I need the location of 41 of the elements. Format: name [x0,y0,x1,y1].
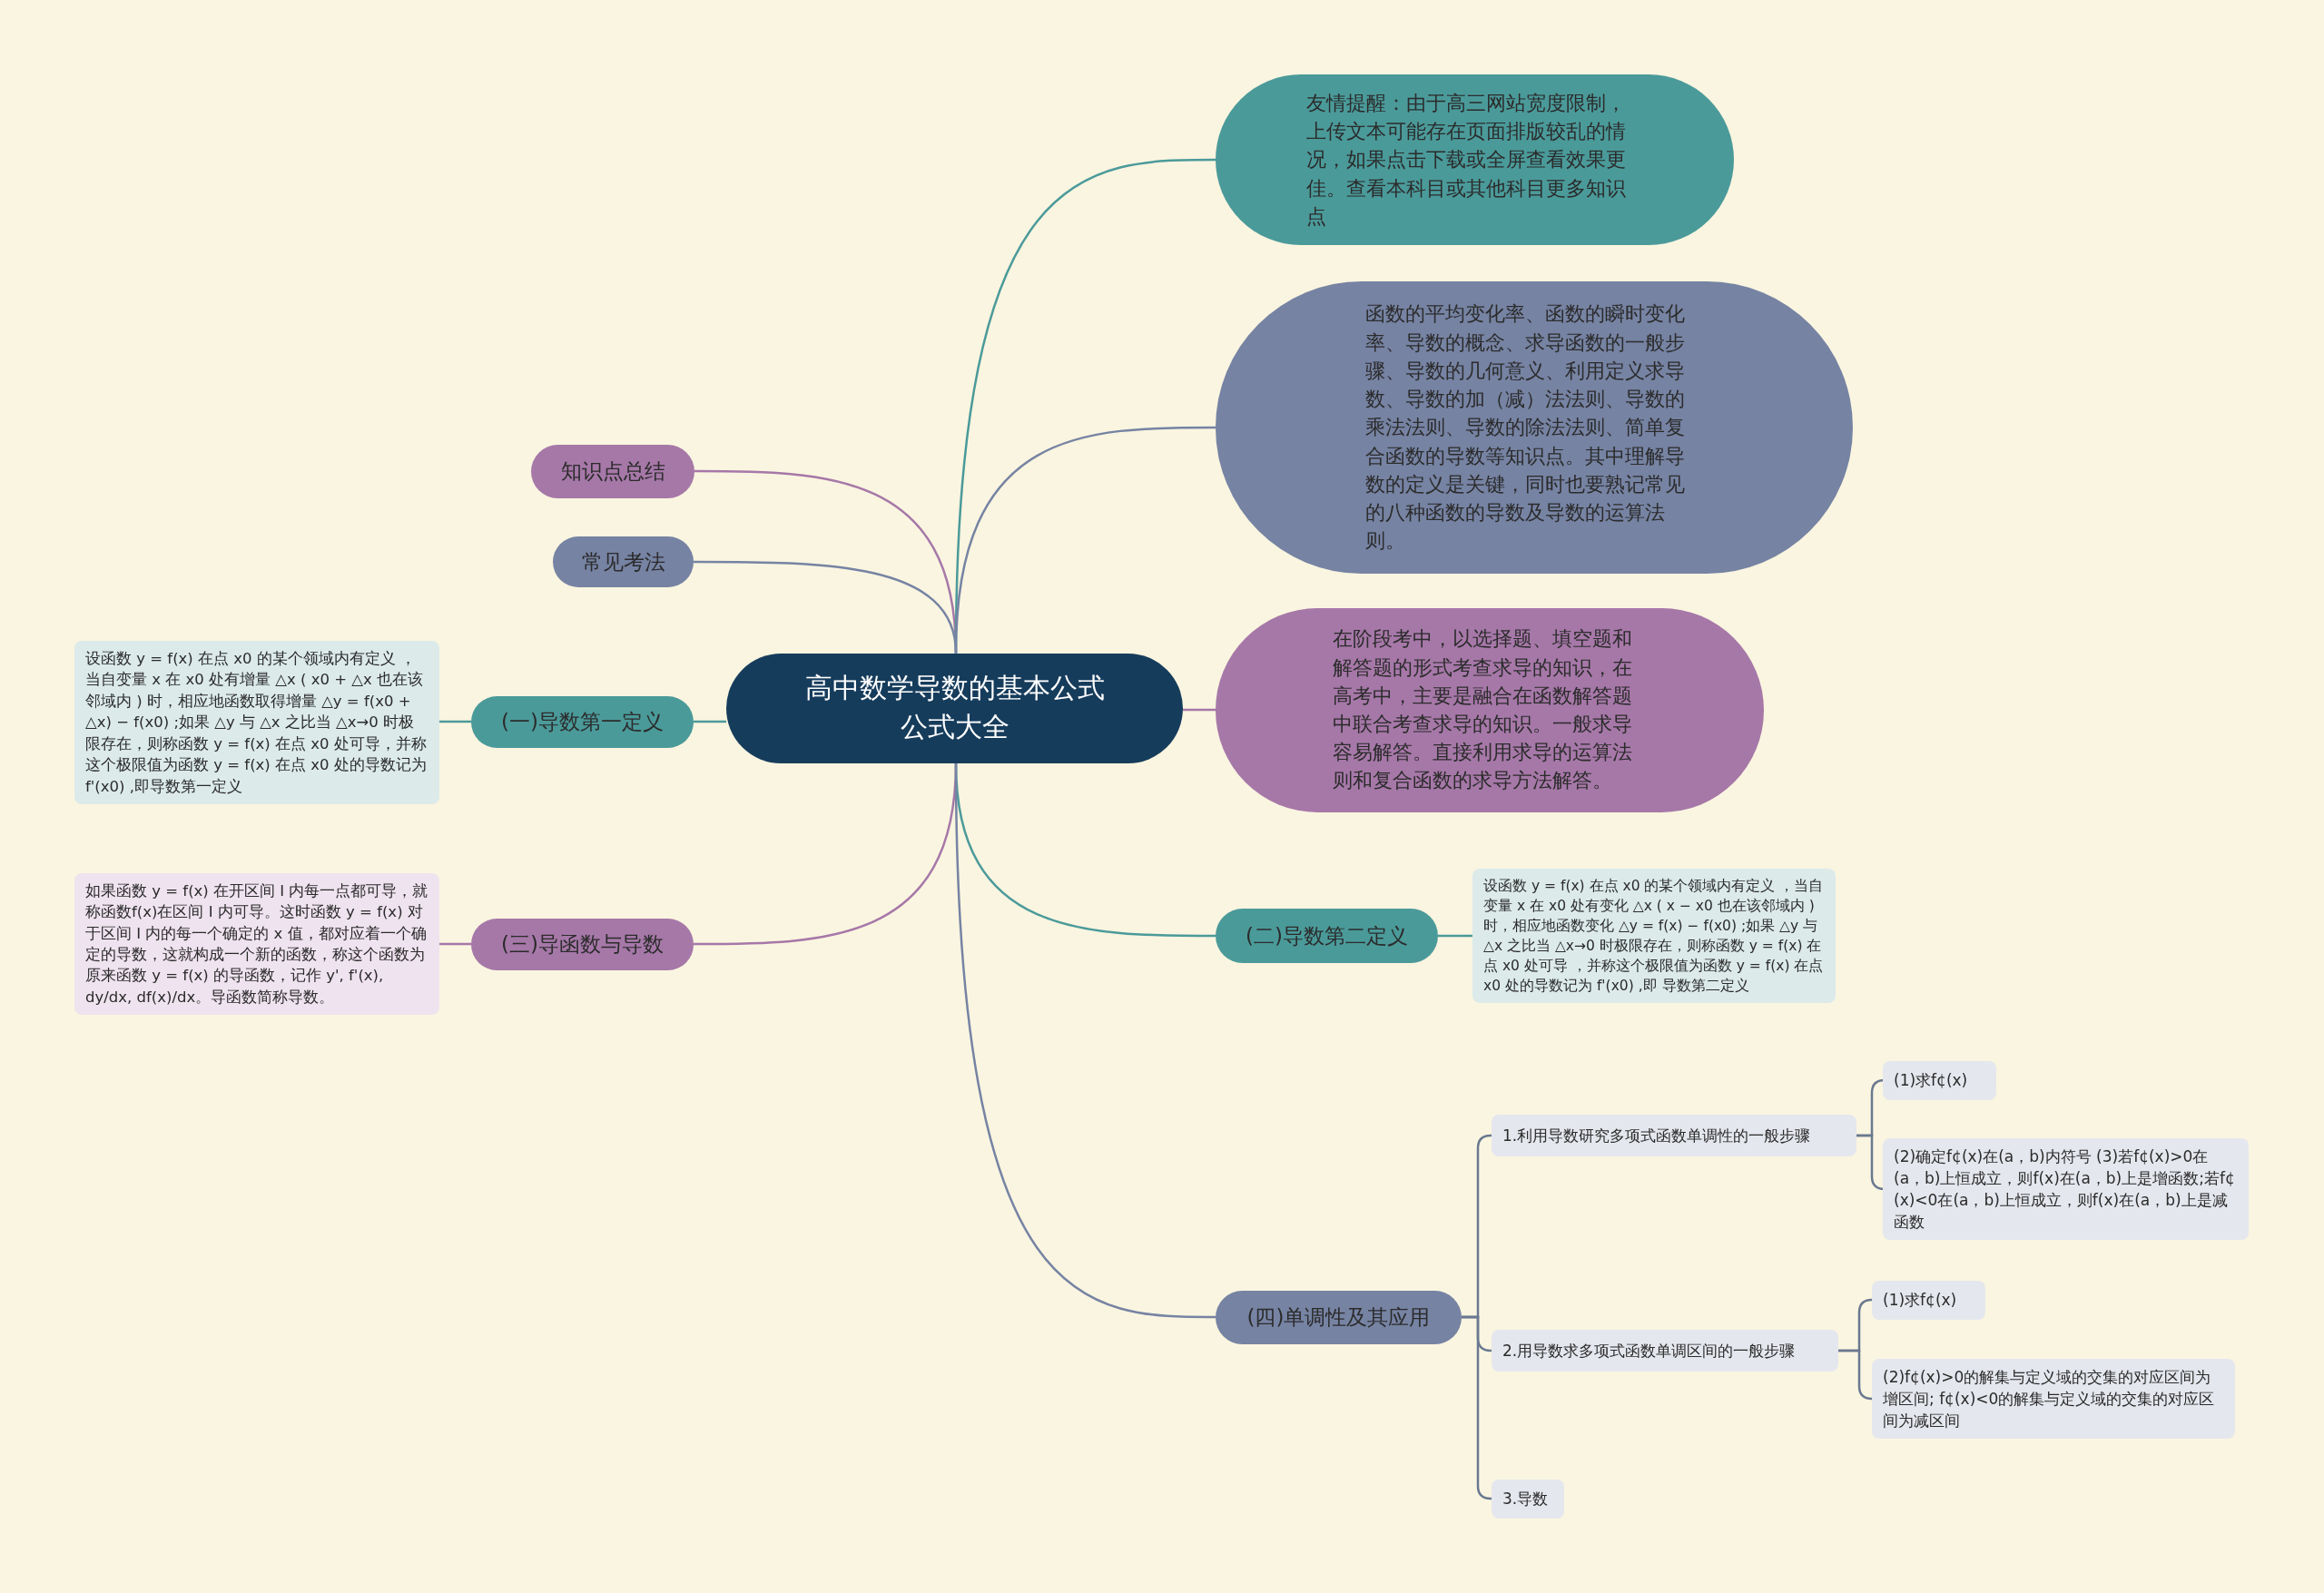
note-box [1492,1330,1838,1372]
topic-text: 函数的平均变化率、函数的瞬时变化率、导数的概念、求导函数的一般步骤、导数的几何意义、利用定义求导数、导数的加（减）法法则、导数的乘法法则、导数的除法法则、简单复合函数的导数等知识点。其中理解导数的定义是关键，同时也要熟记常见的八种函数的导数及导数的运算法则。 [1365,301,1686,555]
connector-line [1438,934,1472,938]
note-text: 如果函数 y = f(x) 在开区间 I 内每一点都可导，就称函数f(x)在区间 I 内可导。这时函数 y = f(x) 对于区间 I 内的每一个确定的 x 值，都对应着一个确定的导数，这就构成一个新的函数，称这个函数为原来函数 y = f(x) 的导函数，记作 y', f'(x), dy/dx, df(x)/dx。导函数简称导数。 [85,880,428,1008]
connector-line [1838,1349,1874,1401]
note-text: (2)确定f¢(x)在(a，b)内符号 (3)若f¢(x)>0在(a，b)上恒成立，则f(x)在(a，b)上是增函数;若f¢(x)<0在(a，b)上恒成立，则f(x)在(a，b)上是减函数 [1894,1146,2236,1234]
note-text: 1.利用导数研究多项式函数单调性的一般步骤 [1502,1125,1811,1146]
note-box [1872,1280,1985,1320]
note-text: 设函数 y = f(x) 在点 x0 的某个领域内有定义 ，当自变量 x 在 x0 处有增量 △x ( x0 + △x 也在该邻域内 ) 时，相应地函数取得增量 △y = f(x0 + △x) − f(x0) ;如果 △y 与 △x 之比当 △x→0 时极限存在，则称函数 y = f(x) 在点 x0 处可导，并称这个极限值为函数 y = f(x) 在点 x0 处的导数记为 f'(x0) ,即导数第一定义 [85,649,428,797]
note-box [74,641,439,804]
note-text: 2.用导数求多项式函数单调区间的一般步骤 [1502,1340,1796,1362]
connector-line [439,942,471,946]
central-topic-text: 高中数学导数的基本公式公式大全 [803,671,1106,744]
note-box [1472,869,1836,1003]
note-text: 3.导数 [1502,1488,1549,1509]
topic-text: (三)导函数与导数 [501,930,664,958]
note-box [1883,1060,1996,1100]
topic-text: 常见考法 [581,548,665,575]
topic-text: 在阶段考中，以选择题、填空题和解答题的形式考查求导的知识，在高考中，主要是融合在函数解答题中联合考查求导的知识。一般求导容易解答。直接利用求导的运算法则和复合函数的求导方法解答。 [1333,626,1633,794]
connector-line [954,426,1216,654]
topic-text: 友情提醒：由于高三网站宽度限制，上传文本可能存在页面排版较乱的情况，如果点击下载或全屏查看效果更佳。查看本科目或其他科目更多知识点 [1305,90,1627,230]
connector-line [1183,708,1216,712]
note-text: 设函数 y = f(x) 在点 x0 的某个领域内有定义 ，当自变量 x 在 x0 处有变化 △x ( x − x0 也在该邻域内 ) 时，相应地函数变化 △y = f(x) − f(x0) ;如果 △y 与 △x 之比当 △x→0 时极限存在，则称函数 y = f(x) 在点 x0 处可导 ，并称这个极限值为函数 y = f(x) 在点 x0 处的导数记为 f'(x0) ,即 导数第二定义 [1483,877,1825,996]
note-text: (1)求f¢(x) [1883,1289,1957,1311]
connector-line [954,762,1216,1319]
topic-pill [1216,909,1438,963]
topic-text: (二)导数第二定义 [1246,922,1408,949]
note-box [1872,1358,2235,1440]
note-text: (2)f¢(x)>0的解集与定义域的交集的对应区间为增区间; f¢(x)<0的解集与定义域的交集的对应区间为减区间 [1883,1366,2216,1432]
connector-line [439,720,471,723]
note-box [74,872,439,1016]
note-box [1492,1115,1856,1156]
topic-pill [553,536,694,587]
connector-line [1462,1315,1492,1500]
topic-text: 知识点总结 [560,457,665,485]
topic-text: (四)单调性及其应用 [1246,1303,1431,1331]
connector-line [694,720,726,723]
note-text: (1)求f¢(x) [1894,1069,1968,1091]
topic-text: (一)导数第一定义 [501,708,664,735]
note-box [1883,1137,2249,1241]
note-box [1492,1479,1564,1519]
